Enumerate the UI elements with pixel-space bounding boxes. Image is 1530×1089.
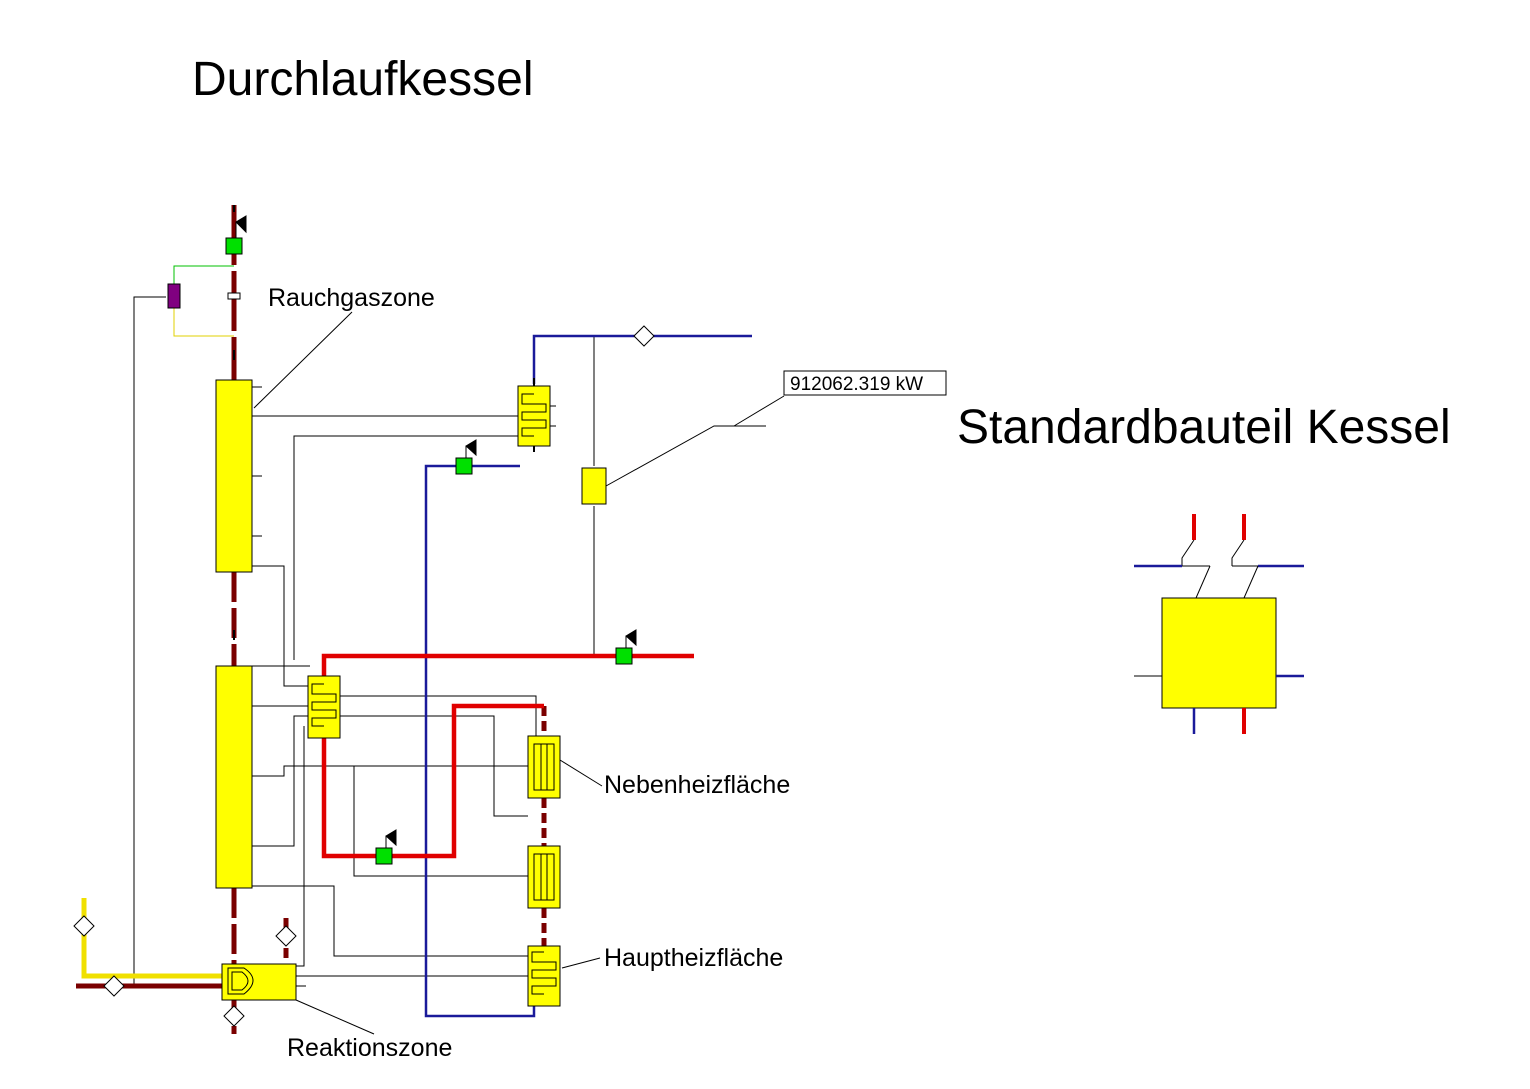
diamond-valve-icon	[73, 325, 655, 1027]
label-nebenheizflaeche: Nebenheizfläche	[604, 771, 790, 799]
measurement-point	[227, 292, 241, 300]
heat-exchanger-icon	[517, 378, 551, 452]
power-readout: 912062.319 kW	[790, 374, 923, 395]
page-title: Durchlaufkessel	[192, 53, 534, 106]
standard-boiler-symbol	[1134, 514, 1304, 734]
heat-exchanger-icon	[527, 845, 561, 909]
main-boiler-block	[215, 665, 253, 889]
heat-exchanger-icon	[307, 675, 341, 739]
label-rauchgaszone: Rauchgaszone	[268, 284, 435, 312]
heat-exchanger-icon	[527, 735, 561, 799]
controller-icon	[167, 283, 181, 309]
fuel-line	[81, 898, 222, 979]
flue-gas-zone-block	[215, 379, 253, 573]
sensor-square-icon	[225, 237, 633, 865]
label-hauptheizflaeche: Hauptheizfläche	[604, 944, 783, 972]
flue-gas-column	[76, 205, 547, 1034]
burner-icon	[221, 963, 297, 1001]
label-reaktionszone: Reaktionszone	[287, 1034, 452, 1062]
flag-icon	[235, 215, 637, 848]
heat-exchanger-icon	[527, 945, 561, 1007]
power-readout-box	[783, 370, 947, 396]
steam-lines	[321, 653, 694, 859]
feedwater-lines	[424, 334, 752, 1018]
signal-lines	[133, 265, 785, 1035]
power-meter	[581, 467, 607, 505]
standard-component-title: Standardbauteil Kessel	[957, 401, 1451, 454]
